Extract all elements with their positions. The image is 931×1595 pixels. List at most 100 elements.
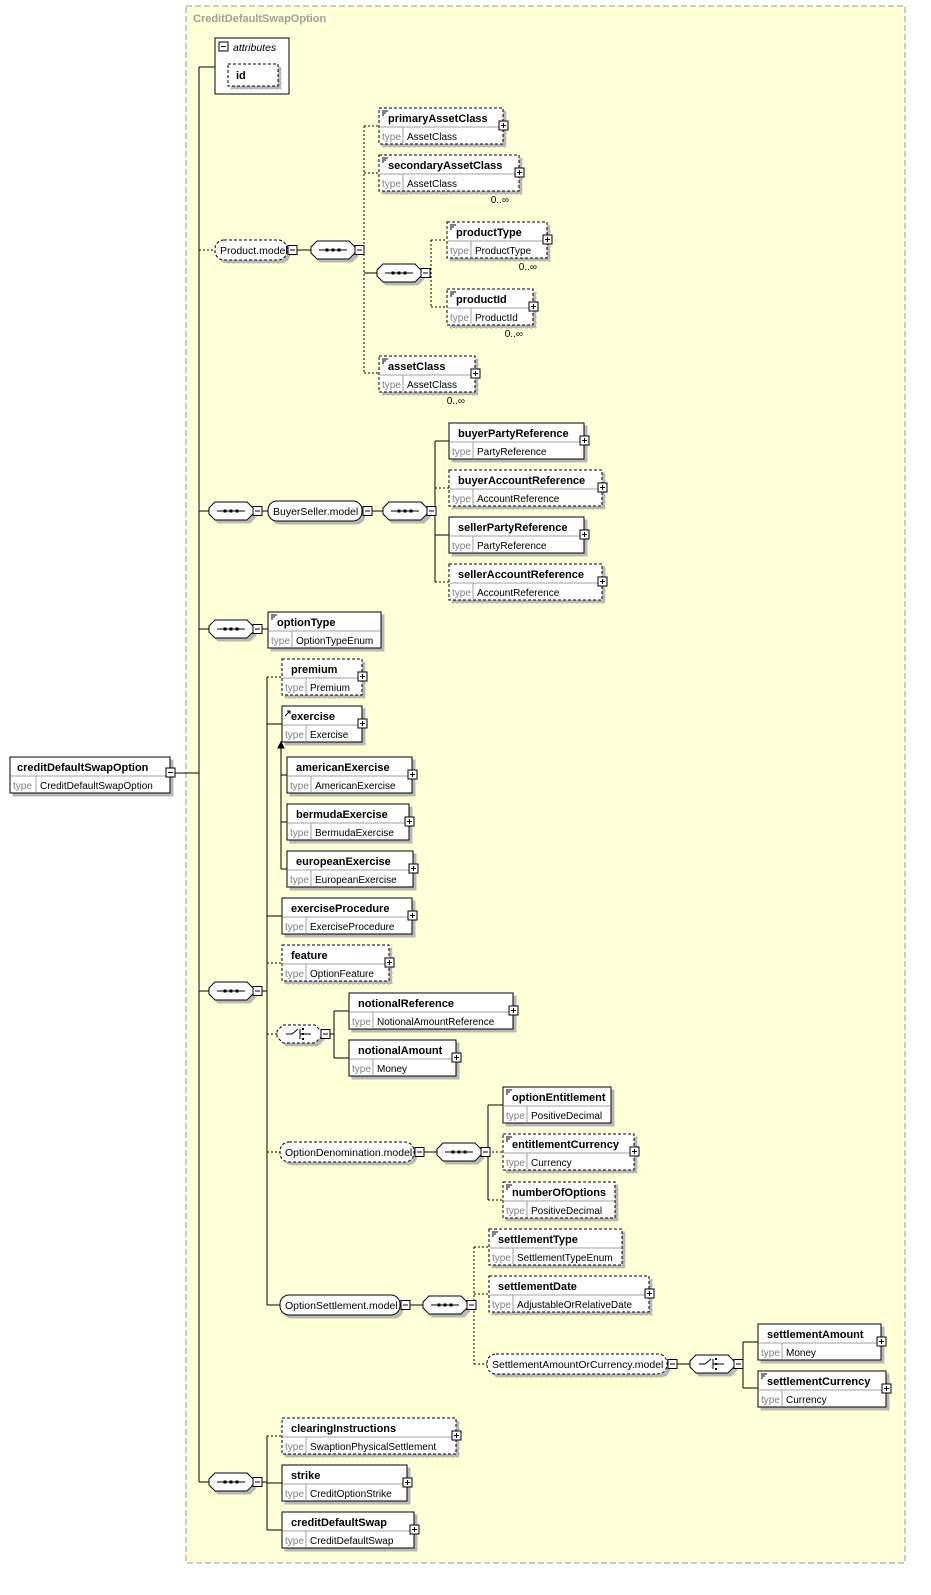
collapse-icon[interactable] bbox=[252, 506, 263, 516]
expand-icon[interactable] bbox=[542, 234, 553, 245]
choice-compositor[interactable] bbox=[689, 1354, 744, 1374]
attribute-name: id bbox=[236, 70, 246, 82]
collapse-icon[interactable] bbox=[252, 1477, 263, 1487]
group-product-model[interactable]: Product.model bbox=[214, 239, 298, 261]
group-buyer-seller-model[interactable]: BuyerSeller.model bbox=[267, 500, 373, 522]
expand-icon[interactable] bbox=[597, 482, 608, 493]
expand-icon[interactable] bbox=[470, 368, 481, 379]
sequence-compositor[interactable] bbox=[422, 1295, 477, 1315]
sequence-compositor[interactable] bbox=[310, 240, 365, 260]
collapse-icon[interactable] bbox=[165, 767, 176, 778]
collapse-icon[interactable] bbox=[320, 1029, 331, 1039]
group-option-denomination-model[interactable]: OptionDenomination.model bbox=[279, 1141, 425, 1163]
collapse-icon[interactable] bbox=[480, 1147, 491, 1157]
type-label: type bbox=[285, 1442, 304, 1453]
expand-icon[interactable] bbox=[407, 769, 418, 780]
sequence-compositor[interactable] bbox=[208, 981, 263, 1001]
collapse-icon[interactable] bbox=[252, 624, 263, 634]
simple-type-icon bbox=[506, 1136, 512, 1142]
expand-icon[interactable] bbox=[408, 863, 419, 874]
sequence-compositor[interactable] bbox=[208, 619, 263, 639]
expand-icon[interactable] bbox=[357, 718, 368, 729]
collapse-icon[interactable] bbox=[466, 1300, 477, 1310]
collapse-icon[interactable] bbox=[414, 1147, 425, 1157]
collapse-icon[interactable] bbox=[400, 1300, 411, 1310]
expand-icon[interactable] bbox=[409, 1524, 420, 1535]
sequence-compositor[interactable] bbox=[382, 501, 437, 521]
expand-icon[interactable] bbox=[514, 167, 525, 178]
sequence-compositor[interactable] bbox=[208, 501, 263, 521]
collapse-icon[interactable] bbox=[252, 986, 263, 996]
expand-icon[interactable] bbox=[579, 529, 590, 540]
collapse-icon[interactable] bbox=[218, 41, 229, 52]
expand-icon[interactable] bbox=[498, 120, 509, 131]
collapse-icon[interactable] bbox=[420, 268, 431, 278]
expand-icon[interactable] bbox=[597, 576, 608, 587]
group-option-settlement-model[interactable]: OptionSettlement.model bbox=[279, 1294, 411, 1316]
sequence-compositor[interactable] bbox=[376, 263, 431, 283]
expand-icon[interactable] bbox=[629, 1146, 640, 1157]
element-name: settlementCurrency bbox=[767, 1376, 871, 1388]
group-name: BuyerSeller.model bbox=[273, 506, 358, 518]
choice-compositor[interactable] bbox=[276, 1024, 331, 1044]
collapse-icon[interactable] bbox=[733, 1359, 744, 1369]
collapse-icon[interactable] bbox=[362, 506, 373, 516]
expand-icon[interactable] bbox=[644, 1288, 655, 1299]
expand-icon[interactable] bbox=[384, 957, 395, 968]
expand-icon[interactable] bbox=[402, 1477, 413, 1488]
expand-icon[interactable] bbox=[508, 1005, 519, 1016]
expand-icon[interactable] bbox=[357, 671, 368, 682]
expand-icon[interactable] bbox=[407, 910, 418, 921]
collapse-icon[interactable] bbox=[667, 1359, 678, 1369]
expand-icon[interactable] bbox=[579, 435, 590, 446]
collapse-icon[interactable] bbox=[426, 506, 437, 516]
expand-icon[interactable] bbox=[876, 1336, 887, 1347]
element-name: productId bbox=[456, 294, 507, 306]
expand-icon[interactable] bbox=[451, 1430, 462, 1441]
expand-icon[interactable] bbox=[528, 301, 539, 312]
element-name: exercise bbox=[291, 711, 335, 723]
group-settlement-amount-or-currency-model[interactable]: SettlementAmountOrCurrency.model bbox=[486, 1353, 678, 1375]
type-label: type bbox=[506, 1111, 525, 1122]
attribute-id[interactable]: id bbox=[227, 63, 279, 87]
collapse-icon[interactable] bbox=[287, 245, 298, 255]
expand-icon[interactable] bbox=[404, 816, 415, 827]
expand-icon[interactable] bbox=[451, 1052, 462, 1063]
sequence-compositor[interactable] bbox=[208, 1472, 263, 1492]
expand-icon[interactable] bbox=[881, 1383, 892, 1394]
collapse-icon[interactable] bbox=[354, 245, 365, 255]
sequence-compositor[interactable] bbox=[436, 1142, 491, 1162]
